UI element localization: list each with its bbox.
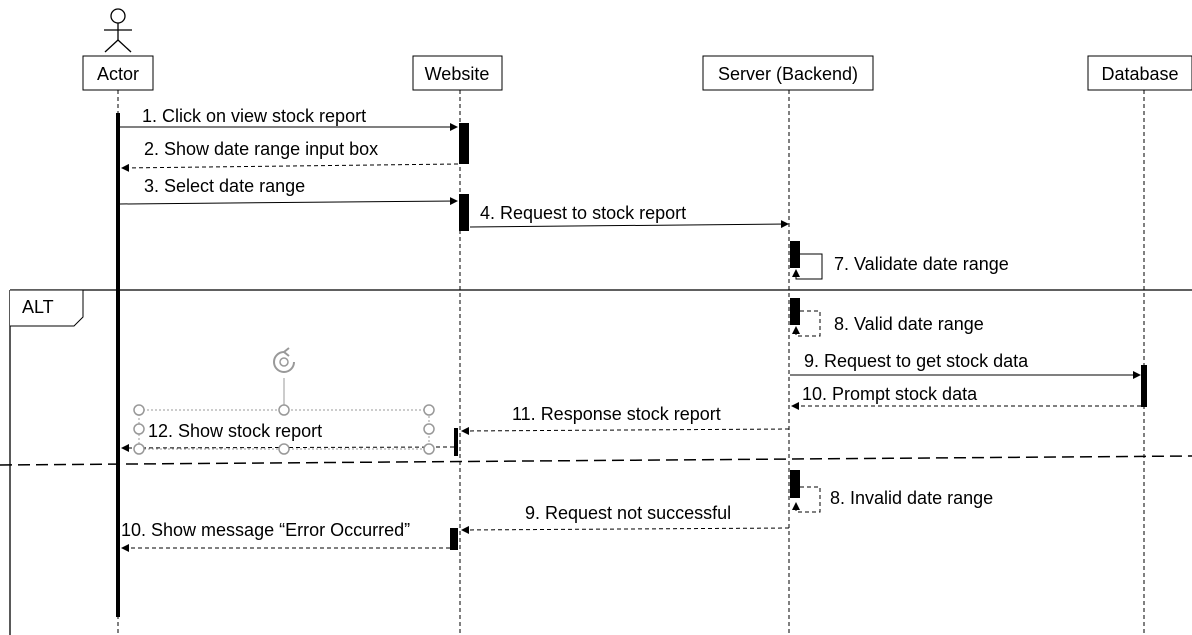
message-7-label: 7. Validate date range: [834, 254, 1009, 274]
message-1: 1. Click on view stock report: [120, 106, 458, 131]
message-10-prompt: 10. Prompt stock data: [791, 384, 1141, 410]
activation-website-4: [450, 528, 458, 550]
actor-figure-icon: [104, 8, 132, 53]
participant-website: Website: [412, 55, 503, 91]
resize-handle[interactable]: [423, 423, 435, 435]
selection-handles[interactable]: [133, 347, 435, 455]
alt-fragment: ALT: [0, 289, 1192, 635]
message-7: 7. Validate date range: [792, 253, 1009, 280]
message-10-prompt-label: 10. Prompt stock data: [802, 384, 978, 404]
message-4-label: 4. Request to stock report: [480, 203, 686, 223]
resize-handle[interactable]: [423, 404, 435, 416]
resize-handle[interactable]: [133, 404, 145, 416]
message-11-label: 11. Response stock report: [512, 404, 721, 424]
message-9-request-label: 9. Request to get stock data: [804, 351, 1029, 371]
alt-fragment-tab: [10, 289, 84, 327]
message-8-invalid: 8. Invalid date range: [792, 486, 993, 513]
activation-actor: [116, 113, 120, 617]
activation-database: [1141, 365, 1147, 407]
message-2: 2. Show date range input box: [121, 139, 459, 172]
activation-server-2: [790, 298, 800, 325]
alt-fragment-label: ALT: [22, 297, 54, 317]
message-8-valid-label: 8. Valid date range: [834, 314, 984, 334]
resize-handle[interactable]: [423, 443, 435, 455]
participant-actor-label: Actor: [97, 64, 139, 84]
resize-handle[interactable]: [133, 423, 145, 435]
activation-website-2: [459, 194, 469, 231]
message-3: 3. Select date range: [119, 176, 458, 206]
alt-separator: [0, 455, 1192, 466]
resize-handle[interactable]: [133, 443, 145, 455]
rotate-handle-icon[interactable]: [273, 347, 295, 373]
activation-server-1: [790, 241, 800, 268]
message-12: 12. Show stock report: [121, 421, 455, 452]
message-9-fail-label: 9. Request not successful: [525, 503, 731, 523]
message-10-error-label: 10. Show message “Error Occurred”: [121, 520, 410, 540]
resize-handle[interactable]: [278, 443, 290, 455]
message-8-invalid-label: 8. Invalid date range: [830, 488, 993, 508]
participant-database: Database: [1087, 55, 1192, 91]
message-8-valid: 8. Valid date range: [792, 310, 984, 337]
message-2-label: 2. Show date range input box: [144, 139, 378, 159]
message-9-request: 9. Request to get stock data: [790, 351, 1141, 379]
activation-website-3: [454, 428, 458, 456]
message-4: 4. Request to stock report: [469, 203, 789, 229]
participant-server: Server (Backend): [702, 55, 874, 91]
message-1-label: 1. Click on view stock report: [142, 106, 366, 126]
message-12-label: 12. Show stock report: [148, 421, 322, 441]
message-3-label: 3. Select date range: [144, 176, 305, 196]
activation-server-3: [790, 470, 800, 498]
resize-handle[interactable]: [278, 404, 290, 416]
message-9-fail: 9. Request not successful: [461, 503, 790, 534]
message-11: 11. Response stock report: [461, 404, 790, 435]
participant-server-label: Server (Backend): [718, 64, 858, 84]
participant-actor: Actor: [82, 55, 154, 91]
participant-website-label: Website: [425, 64, 490, 84]
participant-database-label: Database: [1101, 64, 1178, 84]
message-10-error: 10. Show message “Error Occurred”: [121, 520, 450, 552]
activation-website-1: [459, 123, 469, 164]
